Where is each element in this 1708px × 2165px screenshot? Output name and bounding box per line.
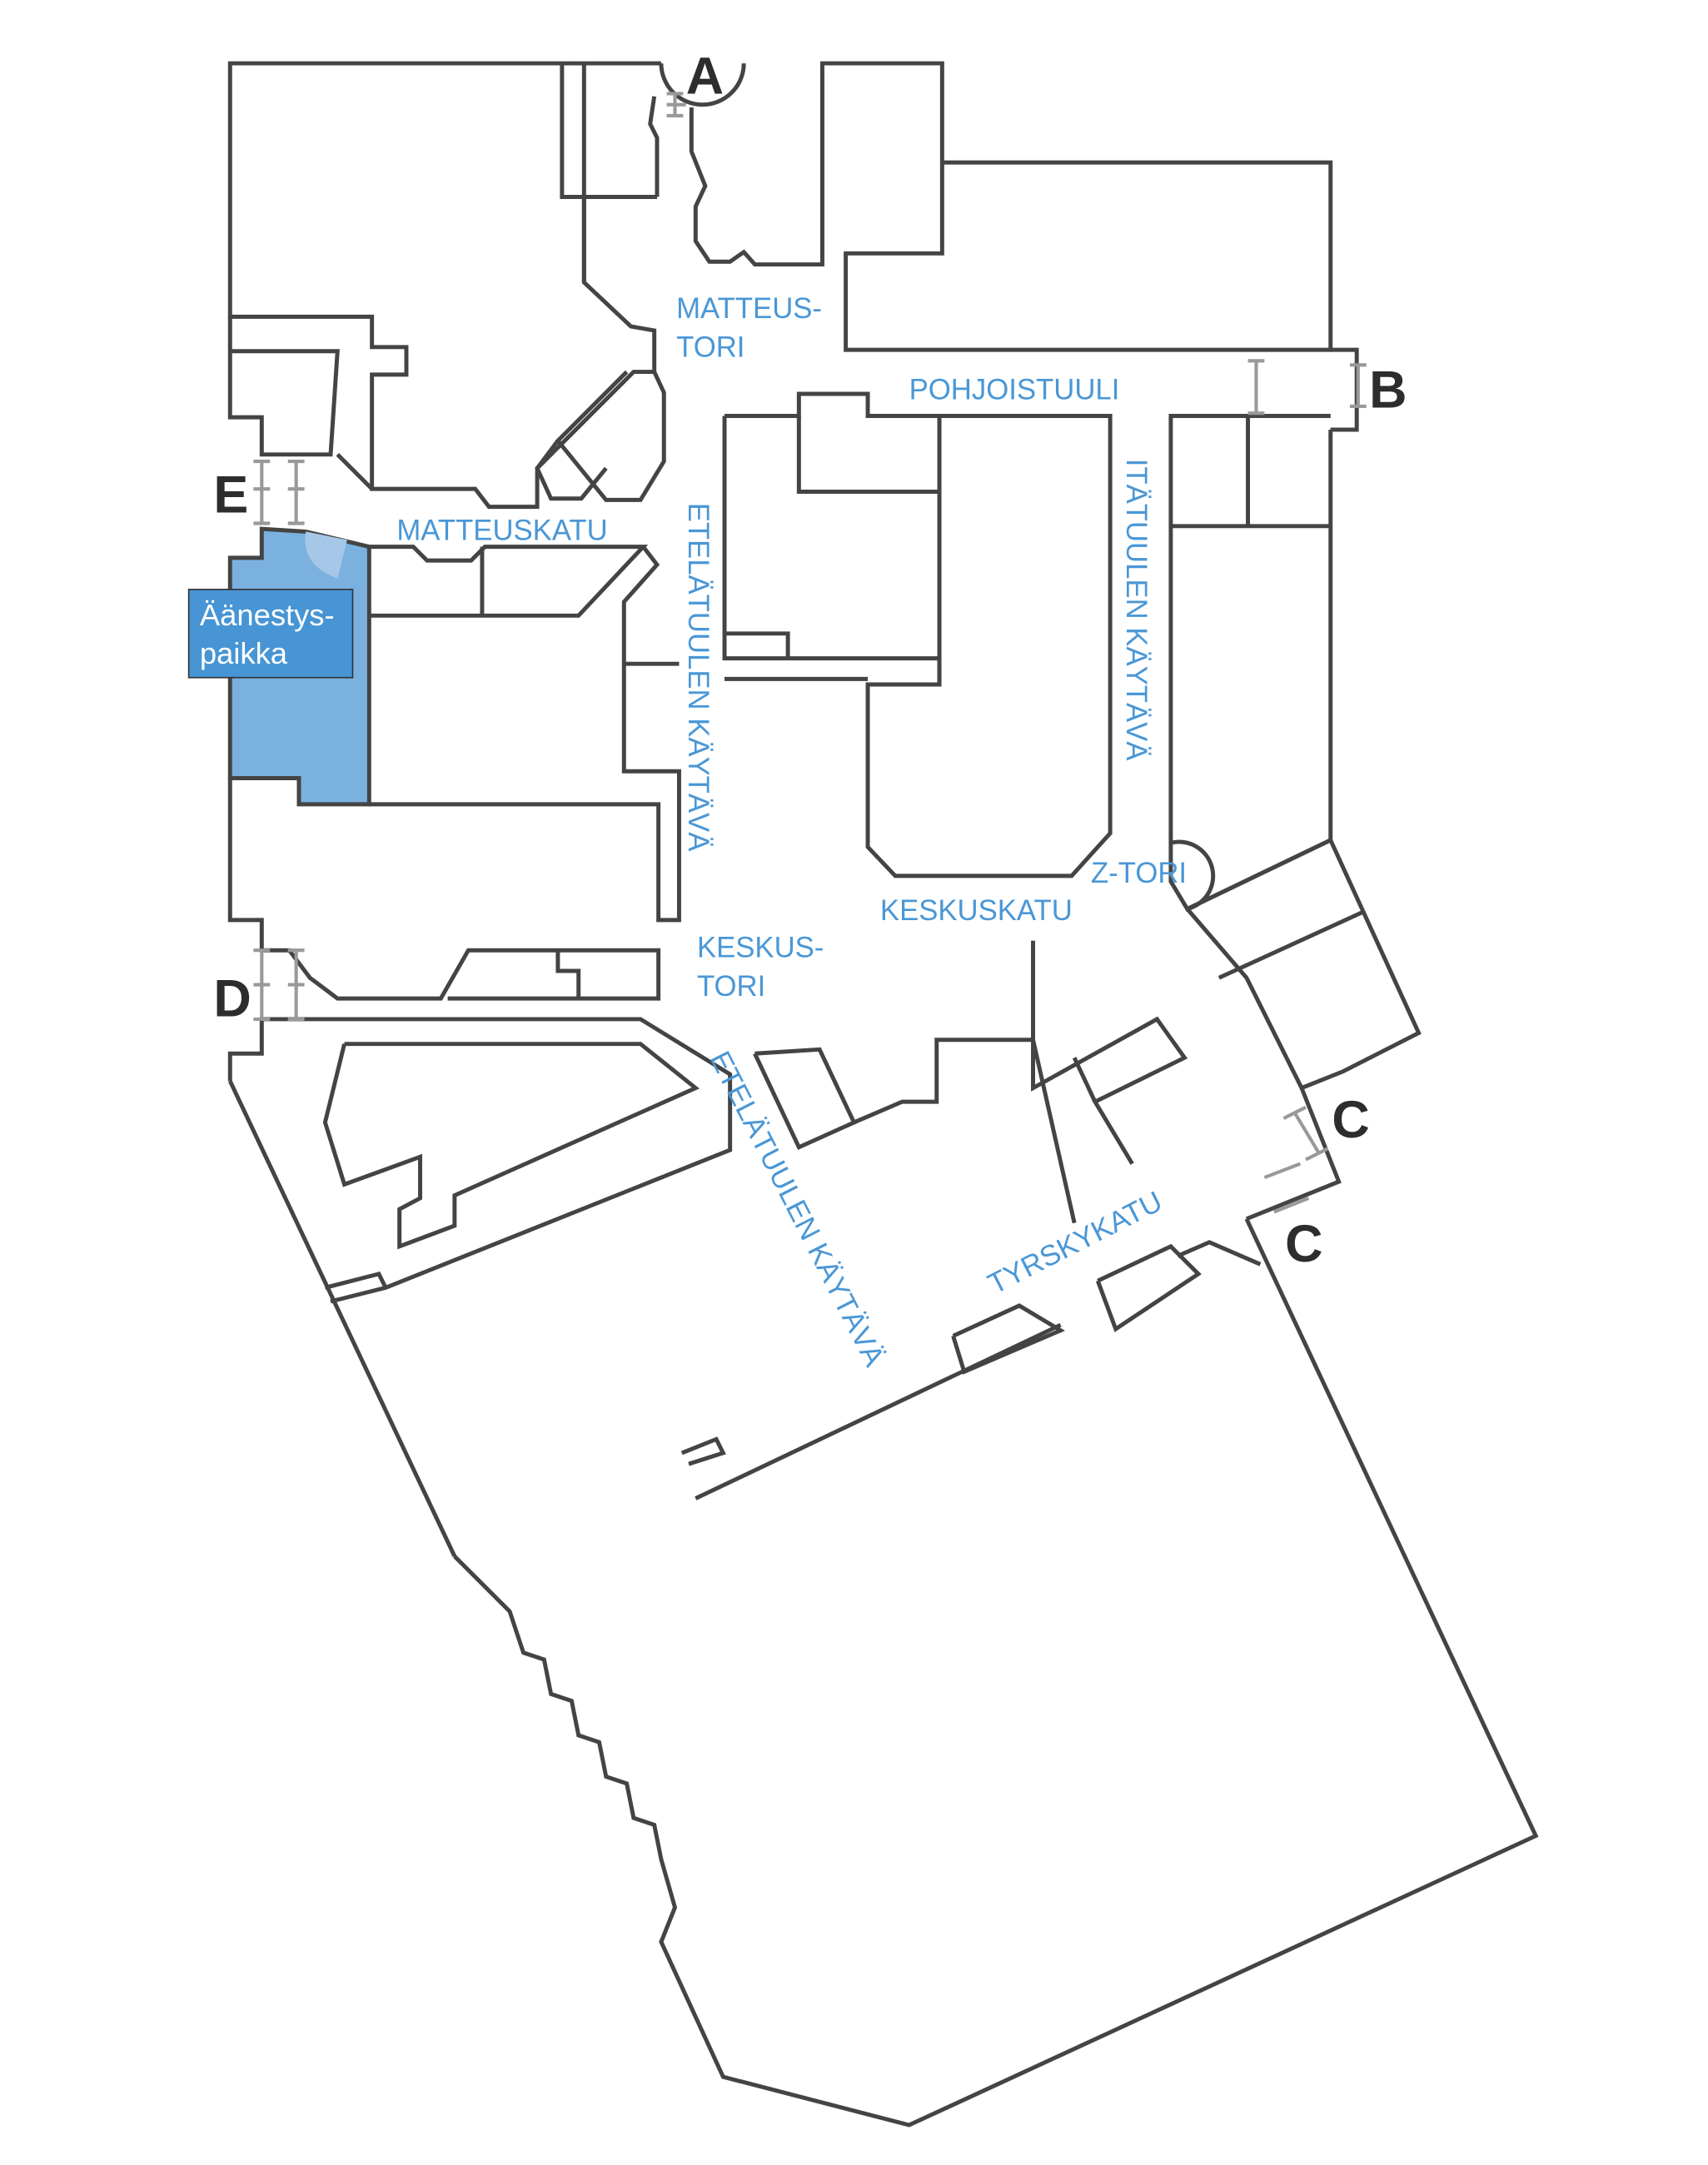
label-tyrskykatu: TYRSKYKATU [983,1186,1168,1301]
entrance-e: E [213,465,248,524]
entrance-c-lower: C [1285,1215,1322,1273]
voting-place-line1: Äänestys- [200,598,335,632]
label-matteuskatu: MATTEUSKATU [396,515,607,546]
door-swing [305,531,347,579]
voting-place-label[interactable]: Äänestys- paikka [187,589,354,679]
label-pohjoistuuli: POHJOISTUULI [909,375,1120,406]
entrance-doors [253,92,1367,1214]
entrance-b: B [1369,361,1407,420]
label-keskustori: KESKUS- [697,932,824,963]
street-labels: MATTEUS- TORI POHJOISTUULI MATTEUSKATU E… [396,293,1187,1372]
building-walls [227,61,1539,2128]
label-etelatuulen-south: ETELÄTUULEN KÄYTÄVÄ [704,1047,890,1372]
voting-place-line2: paikka [200,636,288,670]
label-matteustori: MATTEUS- [676,293,822,325]
entrance-a: A [686,47,724,105]
label-keskuskatu: KESKUSKATU [880,895,1073,927]
entrance-c-upper: C [1332,1091,1369,1149]
label-etelatuulen-north: ETELÄTUULEN KÄYTÄVÄ [682,503,714,853]
label-keskustori-2: TORI [697,971,765,1003]
entrance-d: D [213,970,251,1028]
label-itatuulen: ITÄTUULEN KÄYTÄVÄ [1120,459,1152,762]
label-ztori: Z-TORI [1091,858,1187,889]
label-matteustori-2: TORI [676,331,744,363]
entrance-labels: A B C C D E [213,47,1407,1273]
